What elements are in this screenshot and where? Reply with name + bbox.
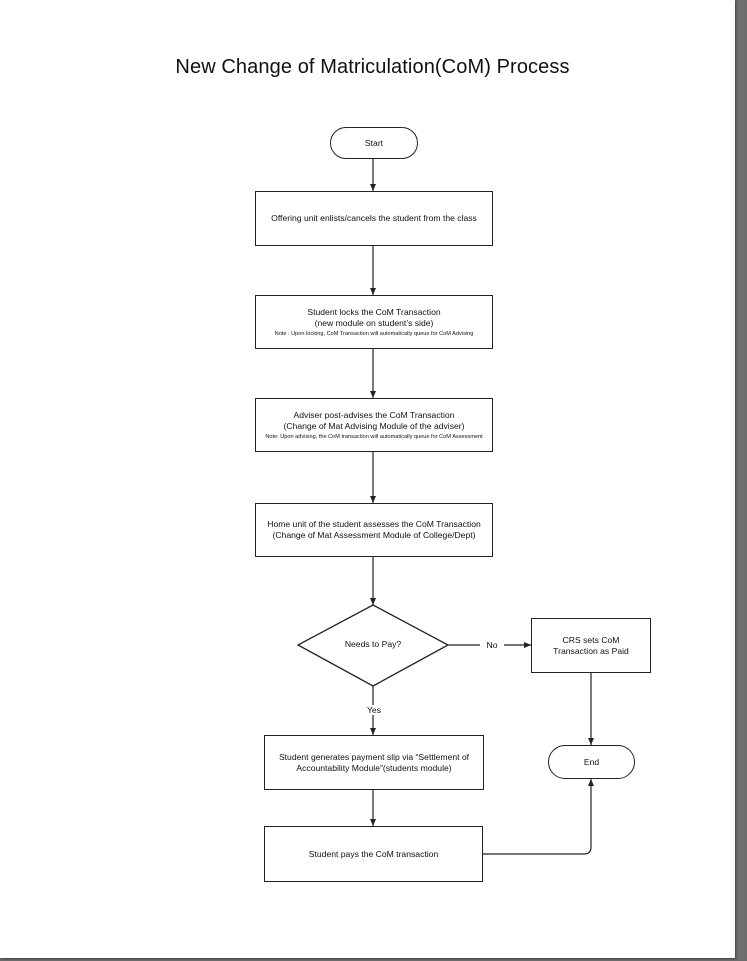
enlist-step: Offering unit enlists/cancels the studen… <box>255 191 493 246</box>
decision-diamond <box>296 604 450 687</box>
start-label: Start <box>364 138 384 148</box>
advise-line2: (Change of Mat Advising Module of the ad… <box>283 420 465 431</box>
lock-note: Note : Upon locking, CoM Transaction wil… <box>274 330 474 337</box>
assess-step: Home unit of the student assesses the Co… <box>255 503 493 557</box>
lock-line1: Student locks the CoM Transaction <box>307 306 441 317</box>
enlist-text: Offering unit enlists/cancels the studen… <box>271 213 477 223</box>
pay-step: Student pays the CoM transaction <box>264 826 483 882</box>
edge-label-yes: Yes <box>360 705 388 715</box>
assess-line2: (Change of Mat Assessment Module of Coll… <box>272 530 476 540</box>
paid-text: CRS sets CoM Transaction as Paid <box>553 634 629 656</box>
lock-line2: (new module on student’s side) <box>314 317 434 328</box>
slip-step: Student generates payment slip via “Sett… <box>264 735 484 790</box>
edge-label-no: No <box>480 640 504 650</box>
end-label: End <box>583 757 600 767</box>
assess-line1: Home unit of the student assesses the Co… <box>267 519 481 529</box>
slip-text: Student generates payment slip via “Sett… <box>278 751 470 773</box>
pay-text: Student pays the CoM transaction <box>308 848 439 859</box>
end-terminal: End <box>548 745 635 779</box>
arrow-pay-to-end <box>483 779 594 855</box>
page-title: New Change of Matriculation(CoM) Process <box>175 56 570 78</box>
start-terminal: Start <box>330 127 418 159</box>
advise-step: Adviser post-advises the CoM Transaction… <box>255 398 493 452</box>
decision-label: Needs to Pay? <box>344 639 402 649</box>
paid-step: CRS sets CoM Transaction as Paid <box>531 618 651 673</box>
lock-step: Student locks the CoM Transaction (new m… <box>255 295 493 349</box>
advise-note: Note: Upon advising, the CoM transaction… <box>265 433 483 440</box>
advise-line1: Adviser post-advises the CoM Transaction <box>293 409 455 420</box>
